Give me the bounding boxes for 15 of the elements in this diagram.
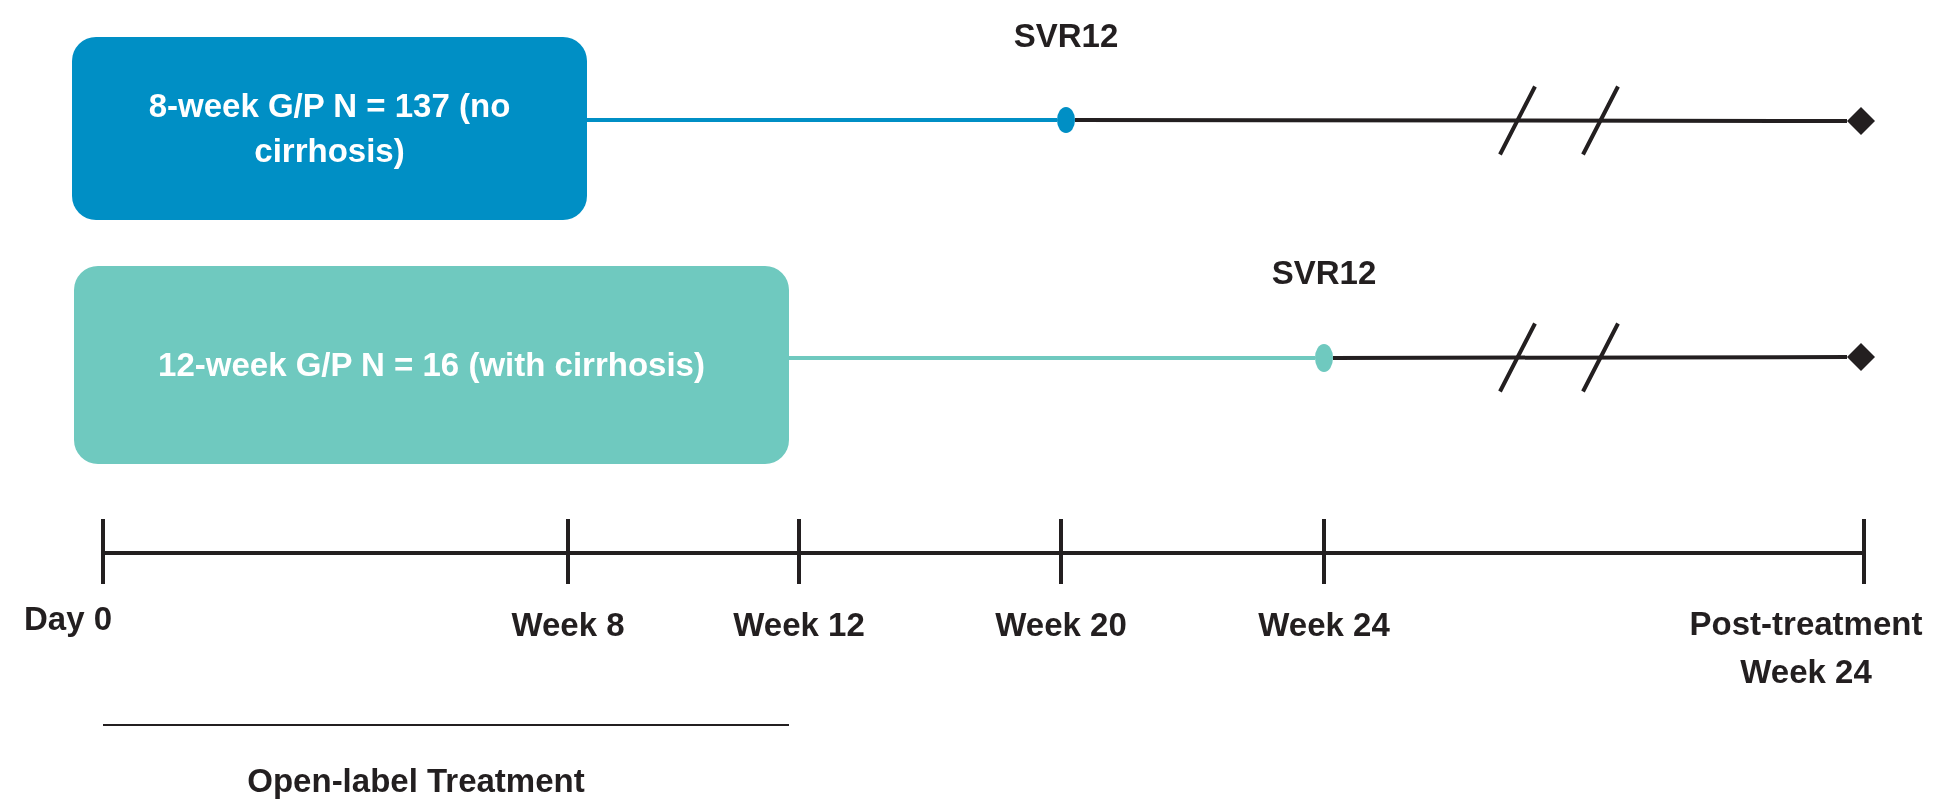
milestone-label: SVR12 bbox=[1013, 17, 1119, 55]
arm-box: 8-week G/P N = 137 (no cirrhosis) bbox=[72, 37, 587, 220]
time-point-label: Week 12 bbox=[733, 606, 865, 644]
timeline-line bbox=[587, 118, 1057, 122]
time-point-label: Week 8 bbox=[511, 606, 625, 644]
period-label: Open-label Treatment bbox=[247, 762, 585, 800]
timeline-line bbox=[789, 356, 1315, 360]
arm-box: 12-week G/P N = 16 (with cirrhosis) bbox=[74, 266, 789, 464]
time-point-label: Week 24 bbox=[1258, 606, 1390, 644]
time-point-label: Day 0 bbox=[23, 600, 113, 638]
time-point-label: Week 20 bbox=[995, 606, 1127, 644]
time-point-label: Post-treatment Week 24 bbox=[1688, 604, 1924, 692]
milestone-label: SVR12 bbox=[1271, 254, 1377, 292]
timeline-line bbox=[1075, 118, 1847, 123]
timeline-line bbox=[1333, 355, 1847, 360]
